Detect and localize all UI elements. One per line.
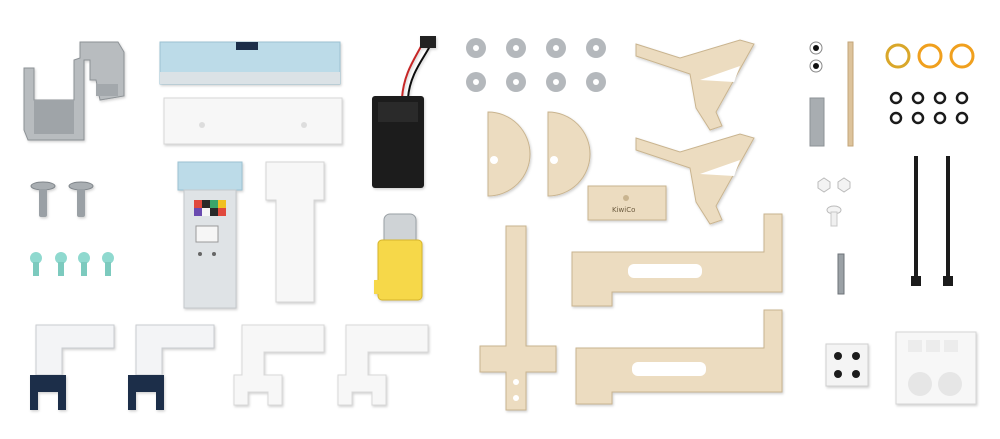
- gray-gear: [506, 38, 526, 58]
- gray-screw: [68, 181, 94, 217]
- kiwico-engraving: KiwiCo: [612, 206, 635, 214]
- wooden-cam-disc: [487, 111, 531, 197]
- sticker-sheet: [895, 331, 977, 405]
- googly-eye: [809, 59, 823, 73]
- orange-ring: [949, 43, 975, 69]
- gray-gear: [546, 72, 566, 92]
- gray-gear: [586, 38, 606, 58]
- white-plate: [163, 97, 343, 145]
- gray-gear: [466, 72, 486, 92]
- wooden-rail: [571, 213, 783, 307]
- wooden-rail: [575, 309, 783, 405]
- zip-tie: [911, 156, 921, 286]
- white-nut: [817, 177, 831, 193]
- gray-gear: [506, 72, 526, 92]
- gold-ring: [885, 43, 911, 69]
- gray-screw: [30, 181, 56, 217]
- wooden-cam-disc: [547, 111, 591, 197]
- white-bolt: [826, 205, 842, 227]
- wooden-jaw-piece: [635, 39, 755, 131]
- white-l-bracket-navy-clip: [128, 324, 215, 410]
- wooden-jaw-piece: [635, 133, 755, 225]
- white-nut: [837, 177, 851, 193]
- black-o-rings: [889, 91, 969, 125]
- light-blue-panel: [159, 41, 341, 85]
- googly-eye: [809, 41, 823, 55]
- zip-tie: [943, 156, 953, 286]
- mint-peg: [55, 252, 67, 276]
- white-l-bracket-navy-clip: [30, 324, 115, 410]
- wooden-pillar: [479, 225, 557, 411]
- printed-card: [177, 161, 243, 309]
- wooden-brand-tag: KiwiCo: [587, 185, 667, 221]
- white-t-plate: [265, 161, 325, 303]
- metal-spring: [837, 253, 845, 295]
- mint-peg: [30, 252, 42, 276]
- gray-gear: [466, 38, 486, 58]
- mint-peg: [102, 252, 114, 276]
- gray-plastic-bracket: [23, 41, 125, 141]
- wooden-dowel: [847, 41, 854, 147]
- white-hook-piece: [233, 324, 325, 406]
- gray-tube: [809, 97, 825, 147]
- mint-peg: [78, 252, 90, 276]
- gray-gear: [546, 38, 566, 58]
- white-cube-with-dots: [825, 343, 869, 387]
- white-hook-piece: [337, 324, 429, 406]
- battery-holder: [372, 36, 436, 188]
- yellow-gear-motor: [374, 213, 423, 301]
- gray-gear: [586, 72, 606, 92]
- orange-ring: [917, 43, 943, 69]
